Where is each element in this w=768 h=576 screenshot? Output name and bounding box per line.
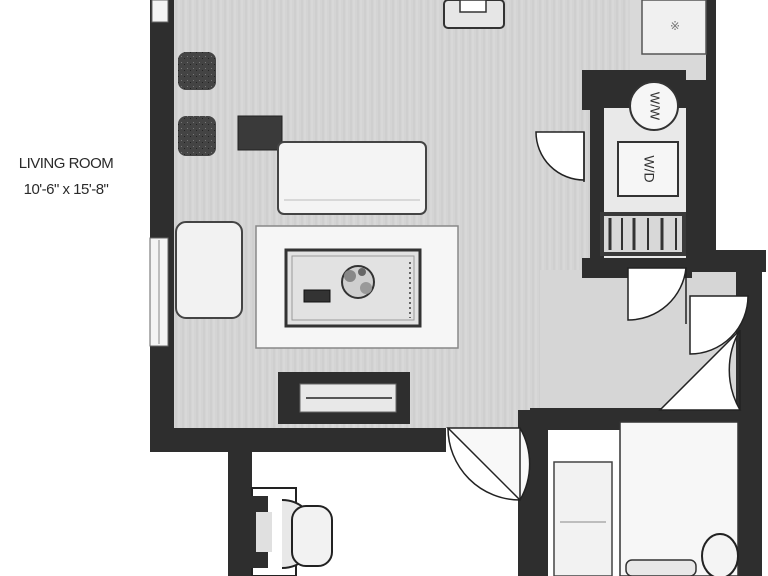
bathroom [548, 421, 739, 576]
windows [149, 0, 169, 347]
sink [625, 559, 697, 576]
closet-shelf [600, 212, 686, 256]
desk-chair [459, 0, 487, 13]
side-table [237, 115, 283, 151]
potted-plants [178, 52, 216, 156]
bedroom-furniture [246, 487, 333, 576]
armchair [175, 221, 243, 319]
room-dimensions-label: 10'-6" x 15'-8" [23, 181, 109, 198]
doors [446, 131, 749, 502]
washer-dryer-label: W/D [641, 155, 657, 182]
bathtub [553, 461, 613, 576]
room-name-label: LIVING ROOM [18, 155, 114, 172]
washer-dryer: W/D [617, 141, 679, 197]
desk [443, 0, 505, 29]
cabinet-mark: ※ [670, 19, 680, 33]
washer-label: W/W [648, 92, 663, 121]
table-books [303, 289, 331, 303]
toilet [701, 533, 739, 576]
washer: W/W [629, 81, 679, 131]
table-flowers [341, 265, 375, 299]
closet-cabinet [641, 0, 707, 55]
sofa [277, 141, 427, 215]
